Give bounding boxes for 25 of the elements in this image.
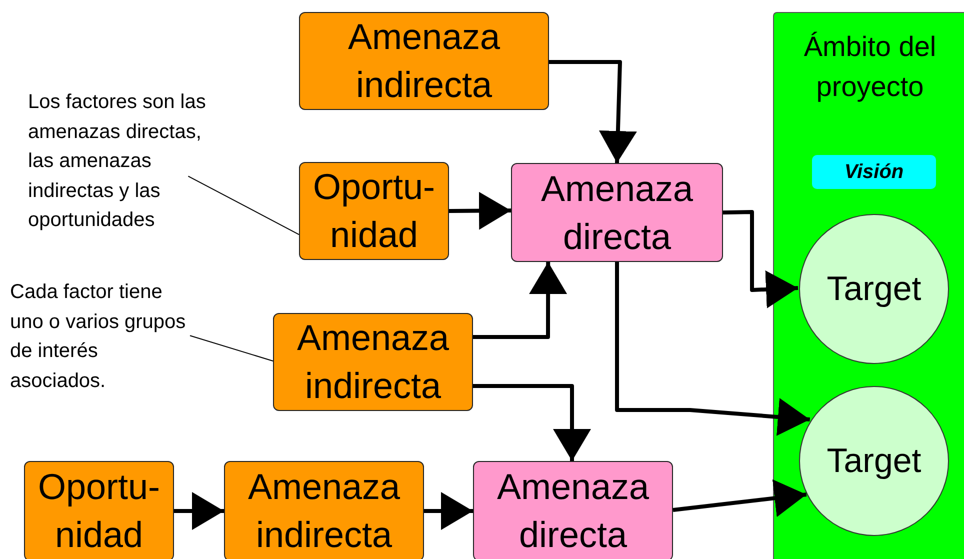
leader-line — [190, 335, 274, 362]
target-circle: Target — [799, 386, 949, 536]
threat-box: Amenaza indirecta — [224, 461, 424, 559]
arrow — [473, 384, 591, 461]
threat-box: Amenaza directa — [473, 461, 673, 559]
arrow — [615, 262, 810, 436]
target-circle: Target — [799, 214, 949, 364]
threat-box: Oportu- nidad — [24, 461, 174, 559]
arrow — [722, 210, 798, 308]
scope-panel — [773, 12, 964, 559]
threat-box: Amenaza indirecta — [273, 313, 473, 411]
panel-heading: Ámbito del proyecto — [802, 30, 938, 104]
threat-box: Amenaza indirecta — [299, 12, 549, 110]
leader-line — [188, 176, 300, 236]
arrow — [448, 192, 512, 230]
vision-tag: Visión — [812, 155, 936, 189]
arrow — [549, 60, 637, 164]
threat-box: Amenaza directa — [511, 163, 723, 262]
arrow — [174, 492, 224, 530]
threat-box: Oportu- nidad — [299, 162, 449, 260]
arrow — [473, 262, 568, 339]
note-text: Cada factor tiene uno o varios grupos de interés asociados. — [10, 278, 190, 398]
note-text: Los factores son las amenazas directas, las amenazas indirectas y las oportunidades — [28, 88, 206, 268]
arrow — [672, 479, 807, 518]
arrow — [424, 492, 473, 530]
